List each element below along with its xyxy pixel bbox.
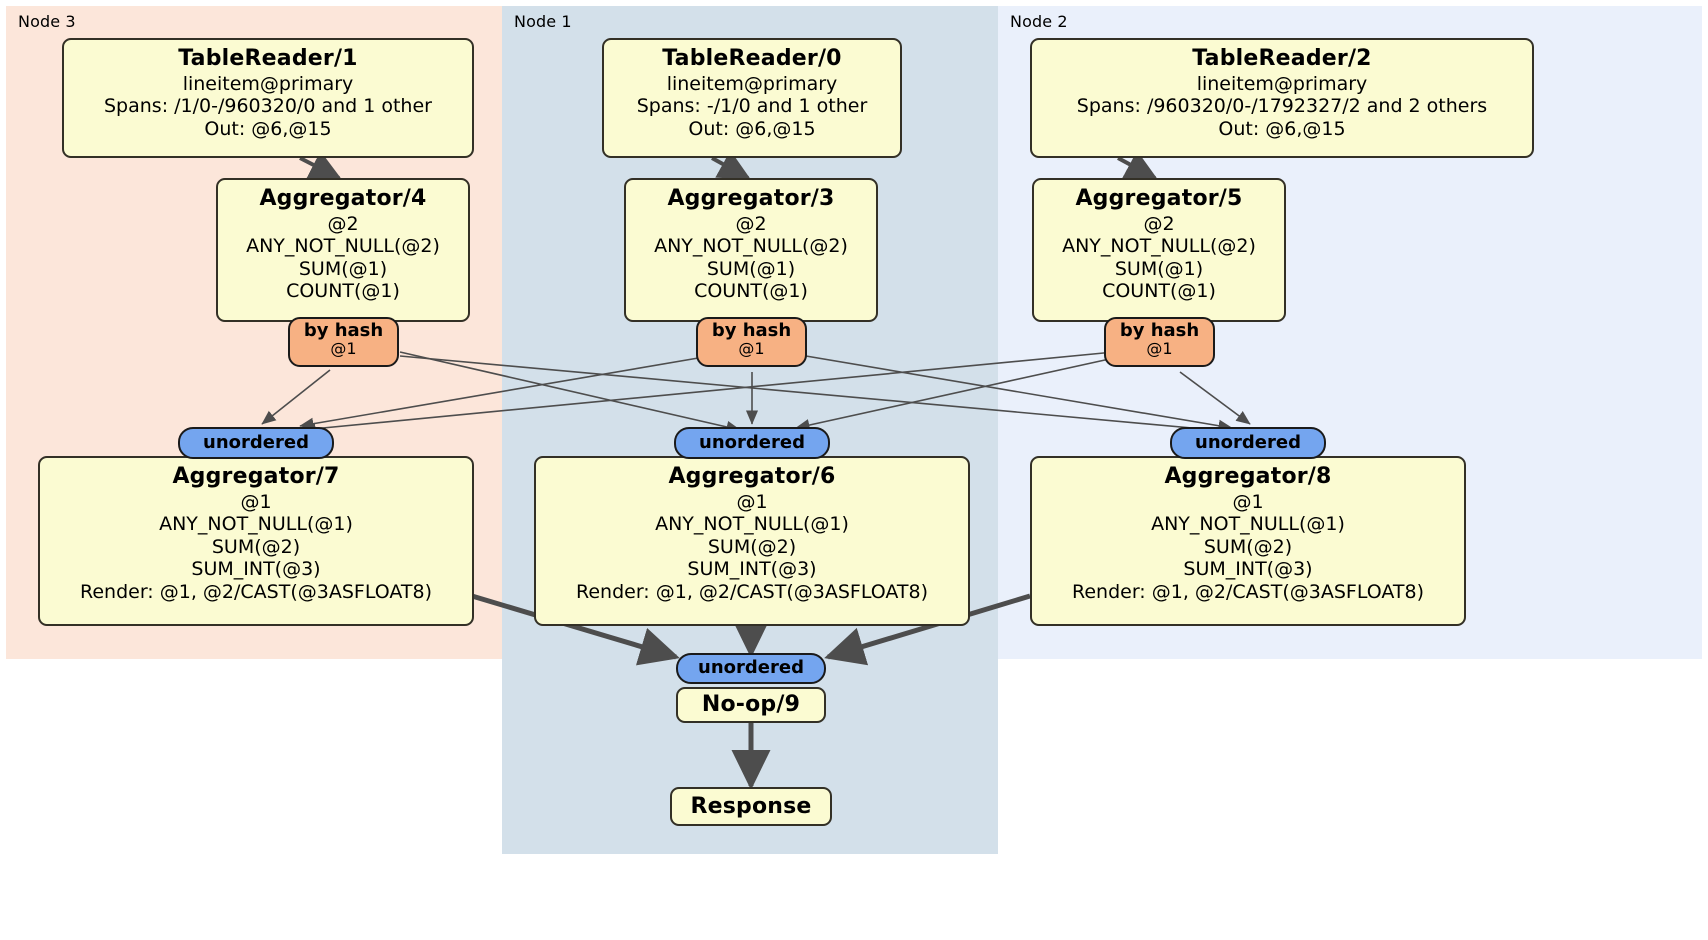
synchronizer-unordered-aggregator-6[interactable]: unordered xyxy=(674,427,830,459)
node-panel-label-node-2: Node 2 xyxy=(1010,12,1068,31)
processor-title: TableReader/0 xyxy=(662,46,842,71)
processor-line: SUM_INT(@3) xyxy=(191,558,321,581)
processor-line: SUM(@2) xyxy=(211,535,301,558)
processor-line: SUM(@1) xyxy=(1114,257,1204,280)
processor-line: COUNT(@1) xyxy=(286,280,400,303)
processor-line: ANY_NOT_NULL(@1) xyxy=(1151,513,1345,536)
processor-table-reader-0[interactable]: TableReader/0 lineitem@primary Spans: -/… xyxy=(602,38,902,158)
output-router-by-hash-aggregator-3[interactable]: by hash @1 xyxy=(696,317,807,367)
processor-line: Out: @6,@15 xyxy=(1218,117,1346,140)
router-detail: @1 xyxy=(1146,338,1173,358)
processor-line: ANY_NOT_NULL(@2) xyxy=(654,235,848,258)
synchronizer-kind: unordered xyxy=(699,431,805,453)
processor-title: TableReader/2 xyxy=(1192,46,1372,71)
processor-line: @1 xyxy=(736,490,768,513)
processor-line: @2 xyxy=(1143,212,1175,235)
processor-line: Spans: /1/0-/960320/0 and 1 other xyxy=(104,95,432,118)
processor-line: ANY_NOT_NULL(@1) xyxy=(159,513,353,536)
processor-title: TableReader/1 xyxy=(178,46,358,71)
processor-title: Response xyxy=(690,793,812,819)
processor-line: @2 xyxy=(327,212,359,235)
router-kind: by hash xyxy=(1119,320,1200,341)
processor-line: SUM(@1) xyxy=(706,257,796,280)
processor-aggregator-3[interactable]: Aggregator/3 @2 ANY_NOT_NULL(@2) SUM(@1)… xyxy=(624,178,878,322)
synchronizer-unordered-aggregator-8[interactable]: unordered xyxy=(1170,427,1326,459)
router-kind: by hash xyxy=(303,320,384,341)
processor-title: Aggregator/3 xyxy=(667,186,835,211)
synchronizer-kind: unordered xyxy=(203,431,309,453)
processor-line: @2 xyxy=(735,212,767,235)
processor-line: Spans: -/1/0 and 1 other xyxy=(636,95,868,118)
processor-title: No-op/9 xyxy=(701,692,801,718)
processor-line: lineitem@primary xyxy=(182,72,354,95)
processor-line: ANY_NOT_NULL(@2) xyxy=(1062,235,1256,258)
processor-line: Render: @1, @2/CAST(@3ASFLOAT8) xyxy=(1072,580,1424,603)
processor-line: Out: @6,@15 xyxy=(688,117,816,140)
processor-title: Aggregator/8 xyxy=(1164,464,1332,489)
processor-aggregator-8[interactable]: Aggregator/8 @1 ANY_NOT_NULL(@1) SUM(@2)… xyxy=(1030,456,1466,626)
node-panel-label-node-1: Node 1 xyxy=(514,12,572,31)
processor-line: SUM(@2) xyxy=(1203,535,1293,558)
processor-aggregator-5[interactable]: Aggregator/5 @2 ANY_NOT_NULL(@2) SUM(@1)… xyxy=(1032,178,1286,322)
processor-line: SUM(@1) xyxy=(298,257,388,280)
processor-line: ANY_NOT_NULL(@1) xyxy=(655,513,849,536)
processor-aggregator-4[interactable]: Aggregator/4 @2 ANY_NOT_NULL(@2) SUM(@1)… xyxy=(216,178,470,322)
synchronizer-kind: unordered xyxy=(698,657,804,679)
processor-line: Out: @6,@15 xyxy=(204,117,332,140)
processor-line: Render: @1, @2/CAST(@3ASFLOAT8) xyxy=(80,580,432,603)
processor-line: Render: @1, @2/CAST(@3ASFLOAT8) xyxy=(576,580,928,603)
processor-title: Aggregator/5 xyxy=(1075,186,1243,211)
synchronizer-unordered-aggregator-7[interactable]: unordered xyxy=(178,427,334,459)
processor-line: SUM_INT(@3) xyxy=(687,558,817,581)
router-kind: by hash xyxy=(711,320,792,341)
processor-line: SUM_INT(@3) xyxy=(1183,558,1313,581)
output-router-by-hash-aggregator-5[interactable]: by hash @1 xyxy=(1104,317,1215,367)
node-panel-label-node-3: Node 3 xyxy=(18,12,76,31)
synchronizer-kind: unordered xyxy=(1195,431,1301,453)
processor-title: Aggregator/7 xyxy=(172,464,340,489)
processor-line: lineitem@primary xyxy=(1196,72,1368,95)
processor-table-reader-2[interactable]: TableReader/2 lineitem@primary Spans: /9… xyxy=(1030,38,1534,158)
processor-line: Spans: /960320/0-/1792327/2 and 2 others xyxy=(1076,95,1488,118)
processor-line: SUM(@2) xyxy=(707,535,797,558)
output-router-by-hash-aggregator-4[interactable]: by hash @1 xyxy=(288,317,399,367)
synchronizer-unordered-final[interactable]: unordered xyxy=(676,653,826,684)
processor-title: Aggregator/4 xyxy=(259,186,427,211)
processor-aggregator-6[interactable]: Aggregator/6 @1 ANY_NOT_NULL(@1) SUM(@2)… xyxy=(534,456,970,626)
processor-response[interactable]: Response xyxy=(670,787,832,826)
processor-line: COUNT(@1) xyxy=(1102,280,1216,303)
processor-table-reader-1[interactable]: TableReader/1 lineitem@primary Spans: /1… xyxy=(62,38,474,158)
processor-aggregator-7[interactable]: Aggregator/7 @1 ANY_NOT_NULL(@1) SUM(@2)… xyxy=(38,456,474,626)
processor-line: @1 xyxy=(240,490,272,513)
processor-line: COUNT(@1) xyxy=(694,280,808,303)
router-detail: @1 xyxy=(330,338,357,358)
processor-line: lineitem@primary xyxy=(666,72,838,95)
processor-line: ANY_NOT_NULL(@2) xyxy=(246,235,440,258)
processor-line: @1 xyxy=(1232,490,1264,513)
processor-title: Aggregator/6 xyxy=(668,464,836,489)
router-detail: @1 xyxy=(738,338,765,358)
processor-no-op-9[interactable]: No-op/9 xyxy=(676,687,826,723)
